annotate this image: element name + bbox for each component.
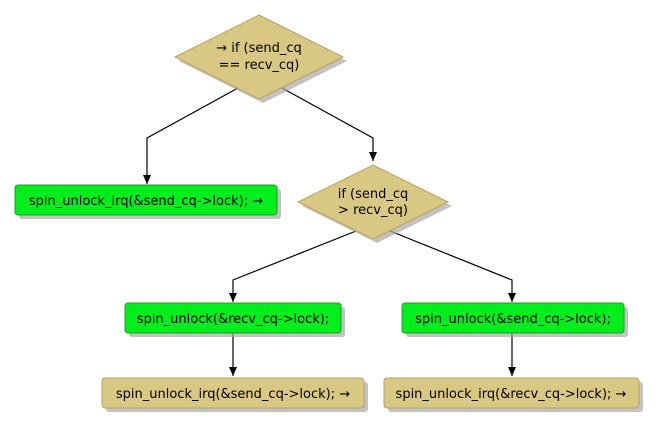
decision-label-line2: == recv_cq)	[219, 58, 300, 73]
connectors	[143, 87, 516, 376]
edge-decision1-to-irq-send	[143, 87, 239, 184]
action-unlock-irq-send-green: spin_unlock_irq(&send_cq->lock); →	[14, 184, 281, 219]
node-box	[101, 377, 365, 409]
node-box	[383, 377, 640, 409]
action-unlock-recv: spin_unlock(&recv_cq->lock);	[124, 302, 345, 337]
decision-label-line1: → if (send_cq	[216, 41, 302, 56]
action-unlock-irq-recv-tan: spin_unlock_irq(&recv_cq->lock); →	[383, 377, 643, 412]
edge-decision2-to-unlock-recv	[229, 230, 357, 302]
node-label: spin_unlock_irq(&send_cq->lock); →	[29, 194, 263, 209]
edge-decision2-to-unlock-send	[389, 230, 516, 302]
node-box	[124, 302, 342, 334]
node-box	[401, 302, 625, 334]
node-label: spin_unlock(&send_cq->lock);	[415, 312, 611, 327]
action-unlock-send: spin_unlock(&send_cq->lock);	[401, 302, 628, 337]
node-label: spin_unlock(&recv_cq->lock);	[137, 312, 329, 327]
decision-label-line1: if (send_cq	[338, 187, 409, 202]
decision-label-line2: > recv_cq)	[338, 203, 408, 218]
decision-send-gt-recv: if (send_cq > recv_cq)	[296, 164, 452, 243]
action-unlock-irq-send-tan: spin_unlock_irq(&send_cq->lock); →	[101, 377, 368, 412]
decision-send-eq-recv: → if (send_cq == recv_cq)	[173, 14, 347, 103]
node-label: spin_unlock_irq(&recv_cq->lock); →	[396, 387, 627, 402]
node-label: spin_unlock_irq(&send_cq->lock); →	[116, 387, 350, 402]
edge-decision1-to-decision2	[281, 87, 377, 161]
decision-diamond	[173, 14, 345, 100]
decision-diamond	[296, 164, 450, 240]
node-box	[14, 184, 278, 216]
